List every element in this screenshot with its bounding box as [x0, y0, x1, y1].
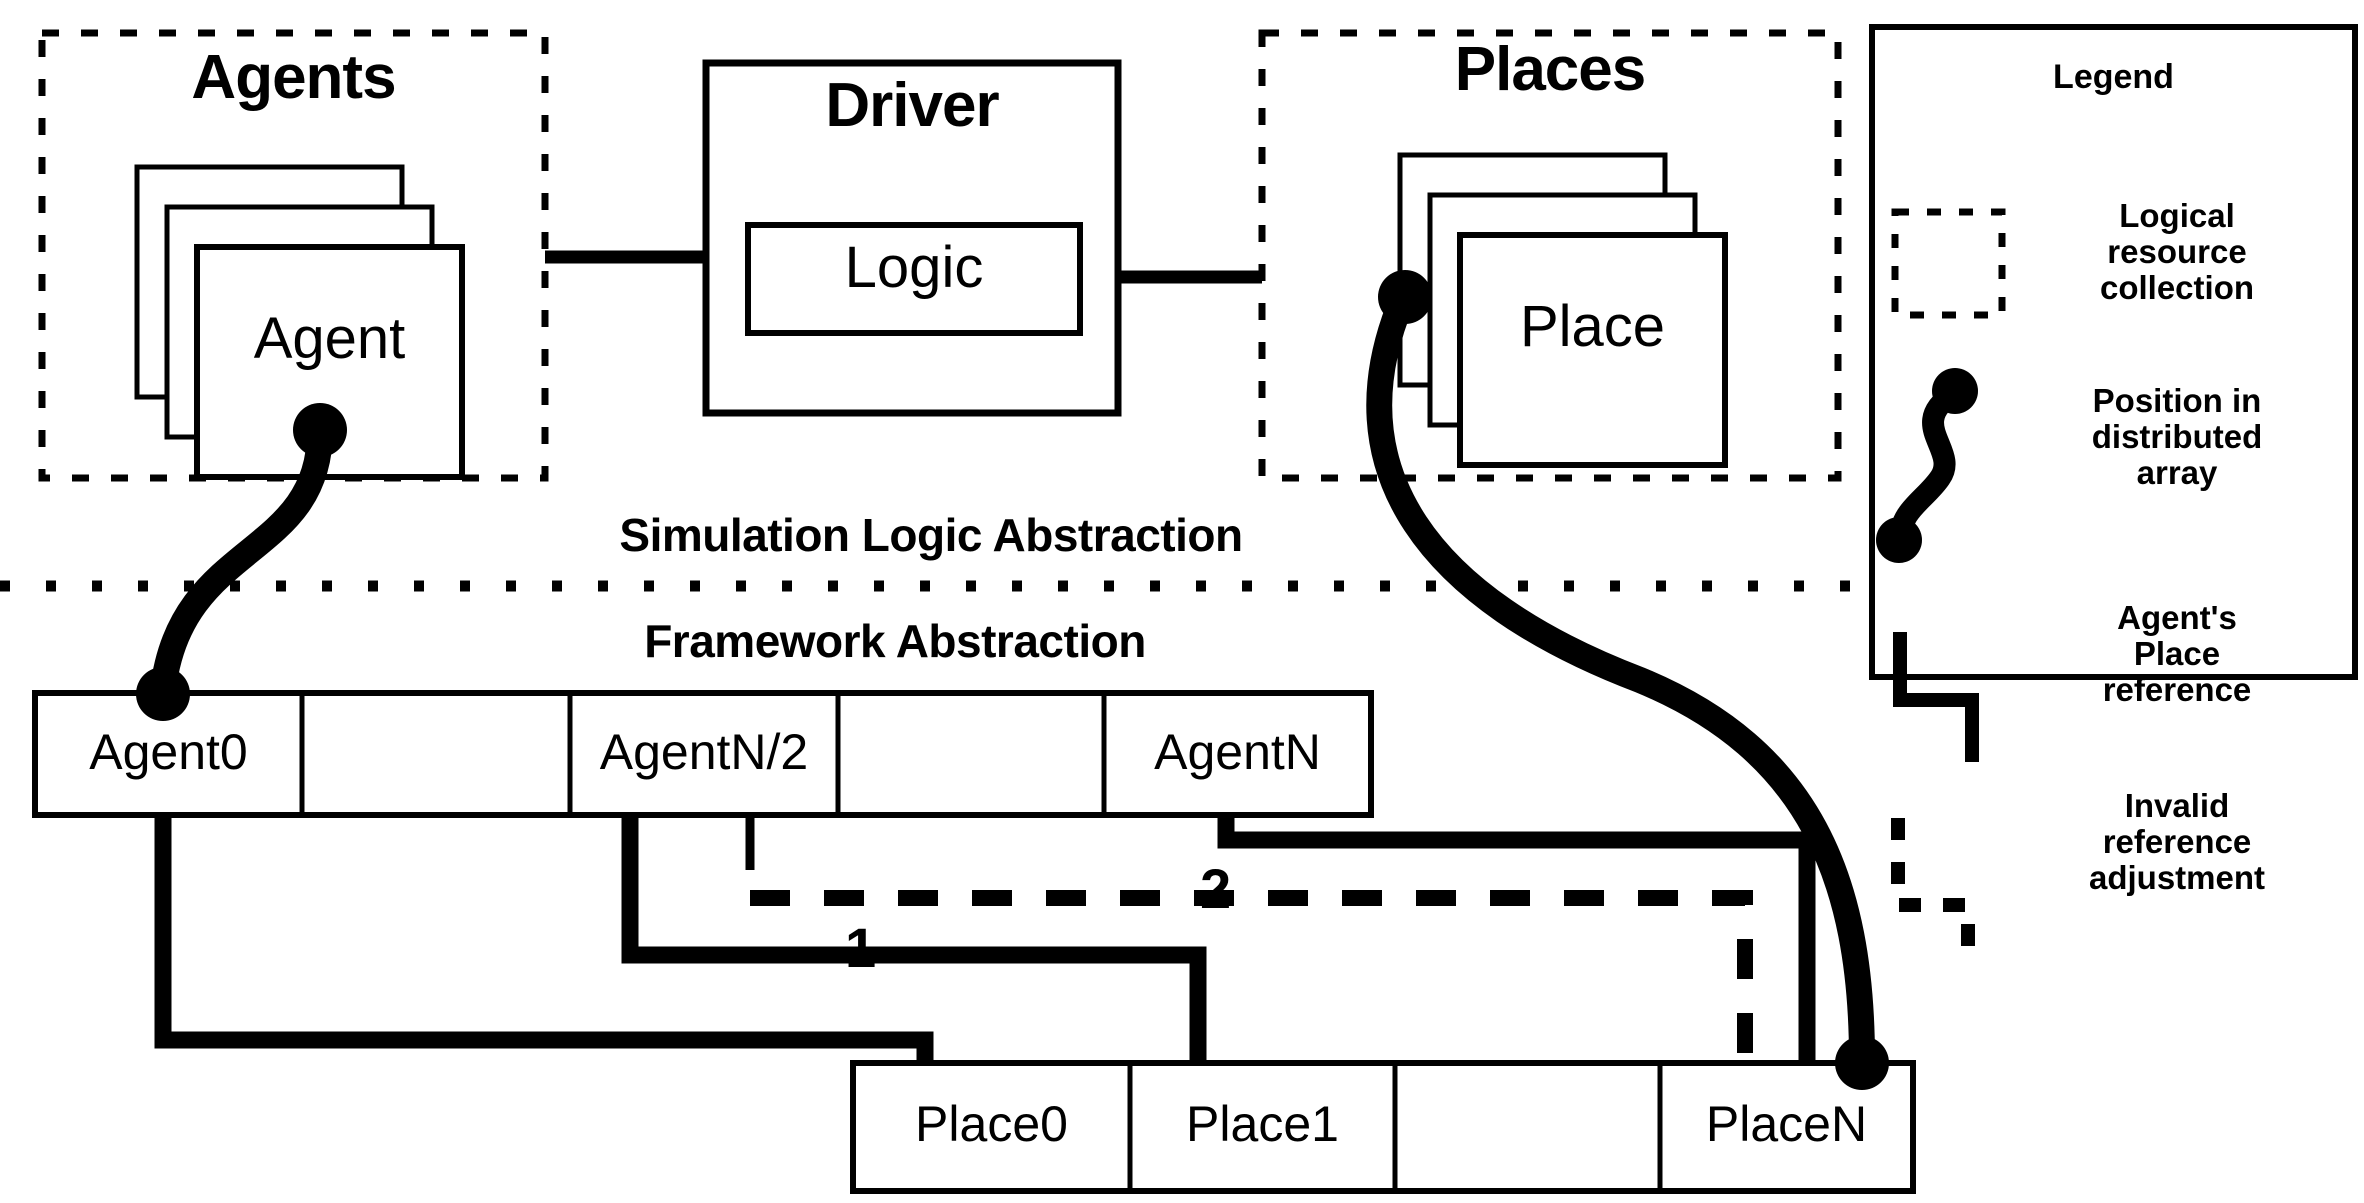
- agent-card-label: Agent: [253, 306, 406, 371]
- reference-marker-two: 2: [1200, 857, 1232, 920]
- legend-s-curve-dot-top: [1932, 368, 1978, 414]
- agent-array-grid: [32, 690, 1374, 818]
- legend-s-curve-dot-bottom: [1876, 517, 1922, 563]
- agent-position-dot-top: [293, 403, 347, 457]
- agent-array-cell-4[interactable]: AgentN: [1154, 724, 1321, 780]
- place-position-dot-top: [1378, 270, 1432, 324]
- agent-position-dot-bottom: [136, 667, 190, 721]
- invalid-reference-adjustment: [750, 890, 1753, 1063]
- agent-array-cell-0[interactable]: Agent0: [89, 724, 248, 780]
- place-card-label: Place: [1519, 294, 1666, 359]
- driver-logic-label: Logic: [844, 235, 984, 300]
- place-array-cell-0[interactable]: Place0: [915, 1096, 1068, 1152]
- place-array-cell-3[interactable]: PlaceN: [1705, 1096, 1868, 1152]
- legend-s-curve-icon: [1889, 382, 1965, 551]
- simulation-logic-abstraction-label: Simulation Logic Abstraction: [619, 509, 1243, 561]
- agentn-placen-reference: [1217, 815, 1816, 1063]
- place-card-front: [1457, 232, 1728, 468]
- agent-array-cell-2[interactable]: AgentN/2: [599, 724, 809, 780]
- agentn2-place1-reference: [621, 815, 1207, 1063]
- places-group-title: Places: [1454, 35, 1647, 104]
- driver-logic-box: [745, 222, 1083, 336]
- agent0-place0-reference: [154, 815, 934, 1063]
- agent-card-front: [194, 244, 465, 480]
- reference-marker-one: 1: [845, 916, 877, 979]
- place-position-dot-bottom: [1835, 1036, 1889, 1090]
- legend-elbow-line-icon: [1893, 632, 1979, 762]
- legend-dashed-elbow-icon: [1891, 818, 1975, 965]
- framework-abstraction-label: Framework Abstraction: [644, 615, 1146, 667]
- agents-group-title: Agents: [191, 43, 396, 112]
- legend-panel: [1869, 24, 2358, 680]
- legend-title: Legend: [2053, 58, 2174, 96]
- driver-title: Driver: [825, 71, 999, 140]
- place-position-curve: [1366, 285, 1875, 1073]
- place-array-grid: [850, 1060, 1916, 1194]
- places-collection-boundary: [1258, 29, 1842, 482]
- place-array-cell-1[interactable]: Place1: [1186, 1096, 1339, 1152]
- legend-dashed-rectangle-icon: [1891, 208, 2006, 319]
- agent-position-curve: [150, 417, 333, 703]
